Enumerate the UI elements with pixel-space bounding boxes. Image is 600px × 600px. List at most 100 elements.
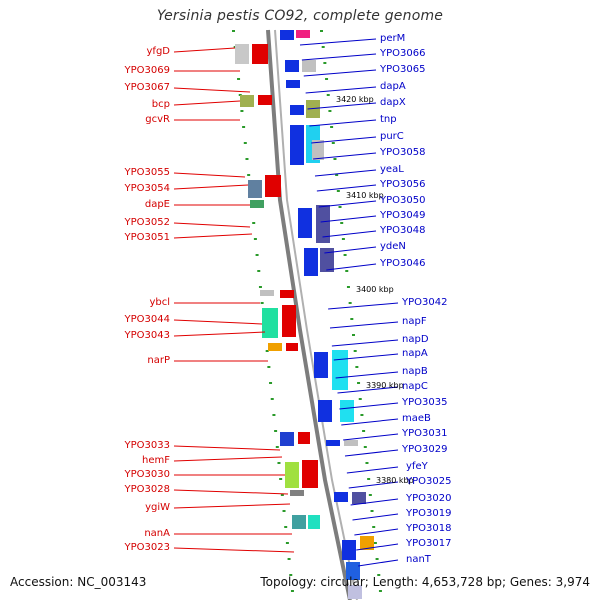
gene-reverse-block [290,105,304,115]
accession-text: Accession: NC_003143 [10,575,147,589]
gene-label-forward[interactable]: YPO3023 [124,542,170,553]
gene-label-reverse[interactable]: YPO3056 [380,179,426,190]
gene-label-reverse[interactable]: tnp [380,114,397,125]
scale-tick-label: 3400 kbp [356,285,394,294]
track-tick-left [275,446,279,448]
gene-label-forward[interactable]: nanA [144,528,170,539]
gene-label-forward[interactable]: YPO3030 [124,469,170,480]
gene-label-reverse[interactable]: dapX [380,97,406,108]
gene-label-forward[interactable]: gcvR [145,114,170,125]
label-leader-line [328,302,399,310]
track-tick-right [325,78,329,80]
gene-label-forward[interactable]: YPO3069 [124,65,170,76]
label-leader-line [352,513,399,521]
gene-label-forward[interactable]: hemF [142,455,170,466]
gene-forward-block [235,44,249,64]
gene-label-forward[interactable]: YPO3052 [124,217,170,228]
gene-label-reverse[interactable]: yeaL [380,164,404,175]
gene-label-forward[interactable]: ybcl [149,297,170,308]
gene-label-reverse[interactable]: ydeN [380,241,406,252]
gene-label-forward[interactable]: YPO3054 [124,183,170,194]
gene-label-forward[interactable]: yfgD [146,46,171,57]
backbone-strand-outer [266,29,352,600]
gene-label-forward[interactable]: YPO3044 [124,314,170,325]
gene-label-reverse[interactable]: YPO3058 [380,147,426,158]
label-leader-line [331,339,399,347]
label-leader-line [341,418,399,426]
gene-label-reverse[interactable]: napB [402,366,428,377]
gene-label-reverse[interactable]: YPO3020 [406,493,452,504]
gene-reverse-block [348,585,362,599]
track-tick-right [341,238,345,240]
gene-label-reverse[interactable]: dapA [380,81,406,92]
track-tick-right [328,110,332,112]
gene-label-reverse[interactable]: YPO3031 [402,428,448,439]
gene-forward-block [268,343,282,351]
track-tick-right [377,574,381,576]
gene-label-reverse[interactable]: YPO3017 [406,538,452,549]
gene-forward-block [290,490,304,496]
track-tick-left [267,366,271,368]
gene-forward-block [250,200,264,208]
gene-label-forward[interactable]: YPO3067 [124,82,170,93]
gene-label-reverse[interactable]: YPO3065 [380,64,426,75]
track-tick-left [265,350,269,352]
gene-label-reverse[interactable]: YPO3042 [402,297,448,308]
gene-reverse-block [360,536,374,550]
track-tick-left [282,510,286,512]
gene-forward-block [280,432,294,446]
gene-reverse-block [285,60,299,72]
gene-label-reverse[interactable]: YPO3049 [380,210,426,221]
map-title: Yersinia pestis CO92, complete genome [156,8,444,24]
track-tick-left [289,574,293,576]
gene-label-forward[interactable]: dapE [144,199,170,210]
track-tick-left [255,254,259,256]
track-tick-right [358,398,362,400]
scale-tick-label: 3420 kbp [336,95,374,104]
gene-label-forward[interactable]: YPO3043 [124,330,170,341]
scale-tick-label: 3380 kbp [376,476,414,485]
gene-label-reverse[interactable]: napC [402,381,428,392]
label-leader-line [313,152,377,160]
label-leader-line [307,102,377,110]
track-tick-left [285,542,289,544]
gene-label-reverse[interactable]: YPO3046 [380,258,426,269]
gene-forward-block [258,95,272,105]
gene-label-reverse[interactable]: napA [402,348,428,359]
gene-label-reverse[interactable]: nanT [406,554,431,565]
gene-label-reverse[interactable]: YPO3019 [406,508,452,519]
gene-forward-block [285,462,299,488]
gene-label-reverse[interactable]: YPO3048 [380,225,426,236]
gene-label-reverse[interactable]: napD [402,334,429,345]
gene-forward-block [240,95,254,107]
gene-forward-block [302,460,318,488]
gene-label-reverse[interactable]: perM [380,33,406,44]
track-tick-left [290,590,294,592]
gene-label-reverse[interactable]: YPO3066 [380,48,426,59]
gene-label-reverse[interactable]: YPO3035 [402,397,448,408]
gene-label-forward[interactable]: YPO3051 [124,232,170,243]
gene-forward-block [286,343,298,351]
track-tick-left [237,78,241,80]
gene-label-forward[interactable]: narP [147,355,170,366]
gene-label-reverse[interactable]: YPO3029 [402,444,448,455]
gene-label-reverse[interactable]: YPO3050 [380,195,426,206]
label-leader-line [173,87,251,93]
track-tick-right [345,270,349,272]
track-tick-right [362,430,366,432]
gene-label-forward[interactable]: YPO3033 [124,440,170,451]
gene-label-reverse[interactable]: yfeY [406,461,428,472]
gene-label-forward[interactable]: bcp [151,99,170,110]
gene-label-reverse[interactable]: napF [402,316,427,327]
gene-label-reverse[interactable]: maeB [402,413,431,424]
label-leader-line [324,246,377,254]
gene-label-reverse[interactable]: YPO3018 [406,523,452,534]
gene-label-reverse[interactable]: purC [380,131,404,142]
gene-label-forward[interactable]: ygiW [145,502,170,513]
track-tick-right [367,478,371,480]
gene-label-reverse[interactable]: YPO3025 [406,476,452,487]
gene-label-forward[interactable]: YPO3055 [124,167,170,178]
gene-label-forward[interactable]: YPO3028 [124,484,170,495]
